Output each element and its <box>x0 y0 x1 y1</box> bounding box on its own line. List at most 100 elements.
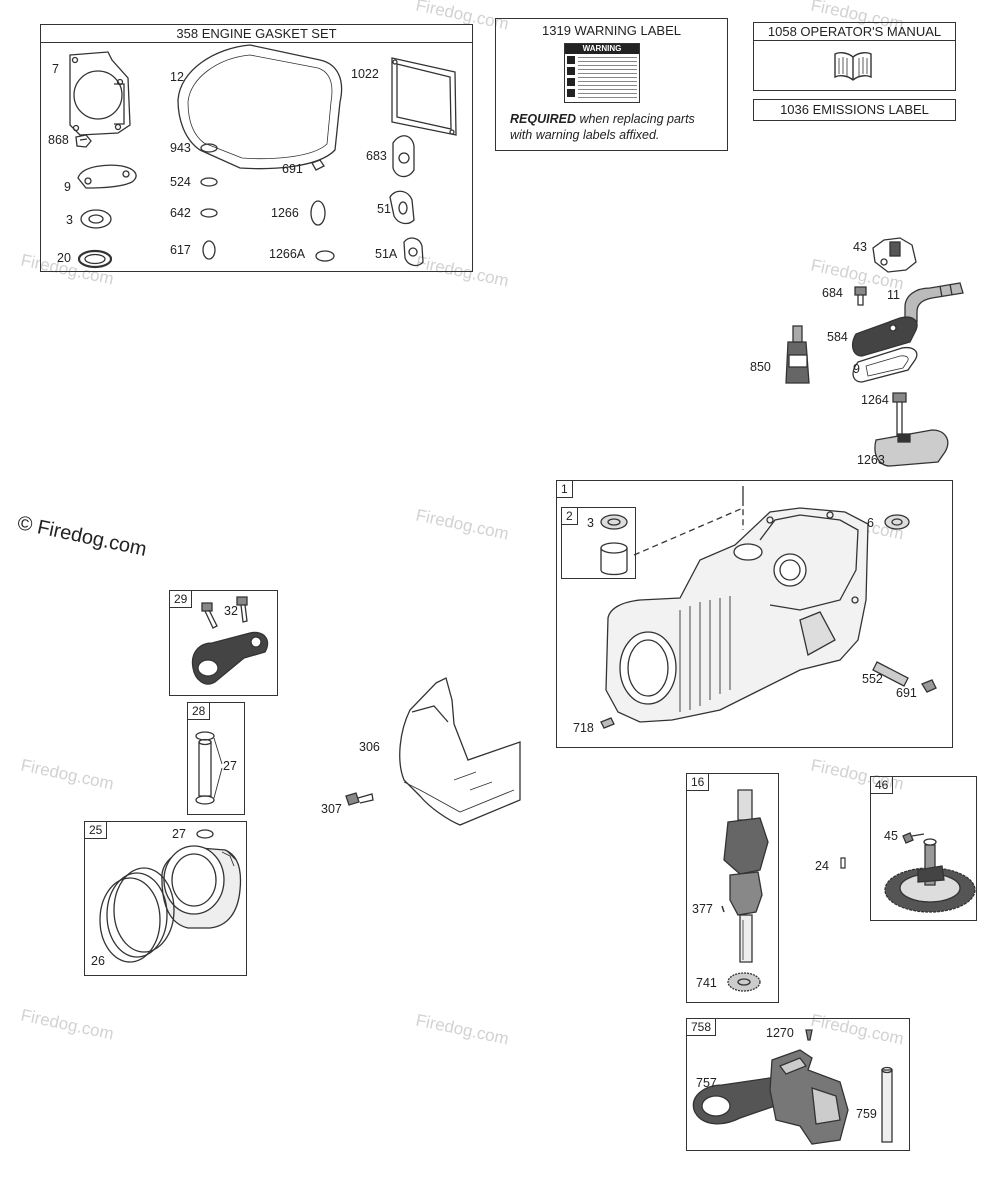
callout-7: 7 <box>52 62 59 76</box>
callout-1022: 1022 <box>351 67 379 81</box>
connecting-rod-tag: 29 <box>170 591 193 608</box>
callout-617: 617 <box>170 243 191 257</box>
warning-label-header: 1319 WARNING LABEL <box>542 23 681 38</box>
o-ring-1266-icon <box>310 200 326 226</box>
oil-seal-icon <box>80 209 112 229</box>
callout-683: 683 <box>366 149 387 163</box>
callout-20: 20 <box>57 251 71 265</box>
camshaft-gear-icon <box>884 838 976 913</box>
callout-51a: 51A <box>375 247 398 261</box>
cam-gear-panel: 46 <box>870 776 977 921</box>
bolt-684-icon <box>854 286 867 306</box>
pin-759-icon <box>881 1066 893 1143</box>
cylinder-block-panel: 1 <box>556 480 953 748</box>
required-note: REQUIRED when replacing parts with warni… <box>510 112 695 142</box>
intake-gasket-icon <box>77 164 137 189</box>
emissions-label-panel: 1036 EMISSIONS LABEL <box>753 99 956 121</box>
callout-552: 552 <box>862 672 883 686</box>
o-ring-1266a-icon <box>315 250 335 262</box>
cylinder-shroud-icon <box>399 677 521 826</box>
warning-label-panel: 1319 WARNING LABEL WARNING REQUIRED when… <box>495 18 728 151</box>
reed-valve-icon <box>874 429 949 467</box>
crankcase-gasket-icon <box>177 44 343 170</box>
callout-943: 943 <box>170 141 191 155</box>
callout-24: 24 <box>815 859 829 873</box>
bolt-307-icon <box>345 792 374 806</box>
gasket-set-panel: 358 ENGINE GASKET SET <box>40 24 473 272</box>
callout-306: 306 <box>359 740 380 754</box>
head-gasket-icon <box>69 51 131 136</box>
callout-524: 524 <box>170 175 191 189</box>
crankshaft-tag: 16 <box>687 774 710 791</box>
callout-1263: 1263 <box>857 453 885 467</box>
piston-rings-icon <box>99 867 175 963</box>
callout-642: 642 <box>170 206 191 220</box>
callout-12: 12 <box>170 70 184 84</box>
leader-line <box>633 507 744 556</box>
exhaust-gasket-icon <box>392 135 415 178</box>
piston-pin-panel: 28 <box>187 702 245 815</box>
callout-1264: 1264 <box>861 393 889 407</box>
o-ring-642-icon <box>200 208 218 218</box>
callout-850: 850 <box>750 360 771 374</box>
leader-line <box>213 737 223 799</box>
o-ring-617-icon <box>202 240 216 260</box>
callout-6: 6 <box>867 516 874 530</box>
pin-552-icon <box>872 661 909 687</box>
seal-ring-icon <box>77 249 113 269</box>
dowel-pin-icon <box>840 857 846 869</box>
sleeve-tag: 2 <box>562 508 578 525</box>
dowel-718-icon <box>600 717 615 729</box>
balancer-weight-icon <box>769 1049 849 1145</box>
warning-sticker: WARNING <box>564 43 640 103</box>
callout-3-block: 3 <box>587 516 594 530</box>
breather-tube-icon <box>904 282 964 323</box>
callout-691: 691 <box>282 162 303 176</box>
callout-1266a: 1266A <box>269 247 306 261</box>
washer-691-icon <box>311 159 325 171</box>
cover-gasket-icon <box>391 57 457 136</box>
warning-sticker-title: WARNING <box>565 44 639 54</box>
callout-9-right: 9 <box>853 362 860 376</box>
screw-1270-icon <box>805 1029 813 1041</box>
callout-1266: 1266 <box>271 206 299 220</box>
gasket-51a-icon <box>403 237 424 267</box>
plug-icon <box>75 134 92 148</box>
o-ring-943-icon <box>200 143 218 153</box>
bushing-icon <box>600 514 628 530</box>
callout-757: 757 <box>696 1076 717 1090</box>
callout-27-pin: 27 <box>223 759 237 773</box>
engine-block-icon <box>605 507 869 723</box>
washer-691b-icon <box>921 679 937 693</box>
breather-cover-icon <box>851 316 918 357</box>
callout-868: 868 <box>48 133 69 147</box>
screw-45-icon <box>902 832 925 844</box>
gasket-51-icon <box>389 190 415 225</box>
crankshaft-panel: 16 <box>686 773 779 1003</box>
ring-27-icon <box>196 829 214 839</box>
callout-691-block: 691 <box>896 686 917 700</box>
gasket-set-header: 358 ENGINE GASKET SET <box>41 25 472 43</box>
piston-panel: 25 <box>84 821 247 976</box>
o-ring-524-icon <box>200 177 218 187</box>
seal-6-icon <box>884 514 910 530</box>
callout-51: 51 <box>377 202 391 216</box>
callout-3: 3 <box>66 213 73 227</box>
callout-45: 45 <box>884 829 898 843</box>
crankshaft-icon <box>723 789 769 963</box>
callout-741: 741 <box>696 976 717 990</box>
callout-718: 718 <box>573 721 594 735</box>
breather-gasket-icon <box>852 346 918 383</box>
callout-1270: 1270 <box>766 1026 794 1040</box>
sealant-tube-icon <box>785 325 810 384</box>
